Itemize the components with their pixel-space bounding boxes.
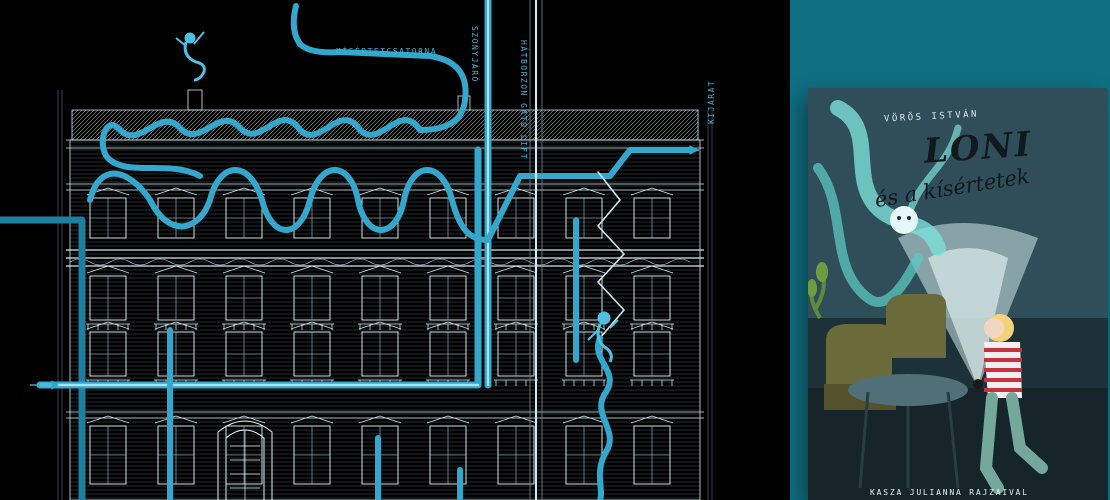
window-mullion [498, 276, 534, 320]
window-pediment [222, 415, 266, 424]
balcony-rail [426, 323, 470, 330]
window-pediment [290, 265, 334, 274]
window-mullion [430, 276, 466, 320]
window-mullion [90, 332, 126, 376]
window-mullion [362, 276, 398, 320]
window-mullion [90, 198, 126, 238]
window-pediment [358, 265, 402, 274]
ghost-channels [0, 0, 699, 500]
balcony-rail [222, 323, 266, 330]
window-pediment [562, 265, 606, 274]
window-mullion [498, 198, 534, 238]
window-mullion [634, 198, 670, 238]
chimney-left [187, 89, 203, 111]
window-mullion [498, 332, 534, 376]
ghost-icon [587, 311, 619, 363]
window-mullion [430, 426, 466, 484]
window-mullion [158, 276, 194, 320]
balcony-rail [290, 323, 334, 330]
window-pediment [358, 415, 402, 424]
balcony-rail [494, 323, 538, 330]
window-mullion [566, 198, 602, 238]
window-pediment [86, 321, 130, 330]
window-mullion [566, 276, 602, 320]
arrow-icon [30, 145, 700, 390]
window-pediment [426, 265, 470, 274]
window-pediment [562, 415, 606, 424]
window-pediment [630, 265, 674, 274]
window-mullion [226, 276, 262, 320]
window-mullion [90, 426, 126, 484]
cat-hall-label: SZONYJÁRÓ [470, 26, 479, 83]
window-pediment [222, 321, 266, 330]
window-pediment [630, 415, 674, 424]
window-pediment [86, 265, 130, 274]
balcony-rail [562, 379, 606, 386]
window-mullion [634, 426, 670, 484]
balcony-rail [630, 323, 674, 330]
ghost-channel-label: KÍSÉRTETCSATORNA [336, 47, 438, 56]
window-mullion [294, 276, 330, 320]
window-pediment [290, 321, 334, 330]
roof [71, 109, 699, 141]
cover-illustration [808, 88, 1108, 500]
window-mullion [634, 276, 670, 320]
window-mullion [90, 276, 126, 320]
window-pediment [358, 187, 402, 196]
window-mullion [226, 198, 262, 238]
window-mullion [294, 426, 330, 484]
window-mullion [430, 332, 466, 376]
balcony-rail [358, 323, 402, 330]
window-pediment [630, 321, 674, 330]
building-drawing [0, 0, 713, 500]
window-pediment [290, 415, 334, 424]
window-pediment [154, 321, 198, 330]
exit-label: KIJÁRAT [707, 79, 716, 124]
window-mullion [226, 332, 262, 376]
window-mullion [362, 332, 398, 376]
window-pediment [86, 415, 130, 424]
facade [57, 89, 713, 500]
window-pediment [154, 415, 198, 424]
window-pediment [630, 187, 674, 196]
balcony-rail [630, 379, 674, 386]
windows [86, 187, 674, 485]
balcony-rail [494, 379, 538, 386]
elevator-label: HÁTBORZON GATÓ LIFT [519, 40, 528, 161]
building-blueprint: KÍSÉRTETCSATORNA SZONYJÁRÓ HÁTBORZON GAT… [0, 0, 716, 500]
book-illustrator: KASZA JULIANNA RAJZAIVAL [870, 488, 1029, 497]
ghost-icon [175, 31, 206, 82]
window-mullion [158, 332, 194, 376]
window-pediment [562, 187, 606, 196]
window-mullion [498, 426, 534, 484]
book-cover[interactable]: VÖRÖS ISTVÁN LONI és a kísértetek KASZA … [808, 88, 1108, 500]
window-pediment [154, 187, 198, 196]
window-mullion [294, 332, 330, 376]
window-mullion [158, 426, 194, 484]
window-pediment [154, 265, 198, 274]
window-pediment [426, 321, 470, 330]
window-pediment [358, 321, 402, 330]
window-pediment [426, 415, 470, 424]
balcony-rail [86, 323, 130, 330]
entrance-door [217, 420, 273, 500]
window-pediment [222, 265, 266, 274]
window-mullion [566, 426, 602, 484]
window-mullion [634, 332, 670, 376]
balcony-rail [154, 323, 198, 330]
